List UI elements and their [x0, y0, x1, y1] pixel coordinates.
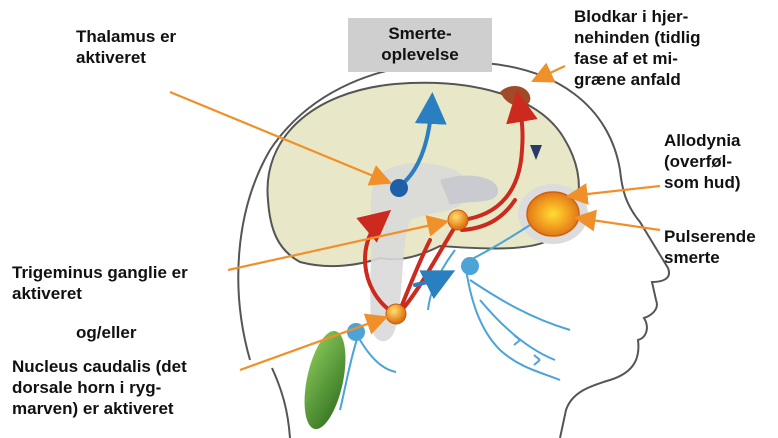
or-label: og/eller [76, 322, 136, 343]
pulsating-pain-label: Pulserende smerte [664, 226, 756, 268]
pain-experience-box: Smerte- oplevelse [348, 18, 492, 72]
blood-vessel-label: Blodkar i hjer- nehinden (tidlig fase af… [574, 6, 701, 90]
eye-pain-highlight [527, 192, 579, 236]
nucleus-node [386, 304, 406, 324]
thalamus-label: Thalamus er aktiveret [76, 26, 176, 68]
pain-experience-line1: Smerte- [348, 23, 492, 44]
pain-experience-line2: oplevelse [348, 44, 492, 65]
trigeminus-label: Trigeminus ganglie er aktiveret [12, 262, 188, 304]
spinal-cord-green [297, 327, 353, 432]
thalamus-node [390, 179, 408, 197]
neck-outline [272, 368, 290, 438]
nucleus-caudalis-label: Nucleus caudalis (det dorsale horn i ryg… [12, 356, 187, 419]
trigeminal-node [448, 210, 468, 230]
allodynia-label: Allodynia (overføl- som hud) [664, 130, 741, 193]
trigeminal-node-blue [461, 257, 479, 275]
